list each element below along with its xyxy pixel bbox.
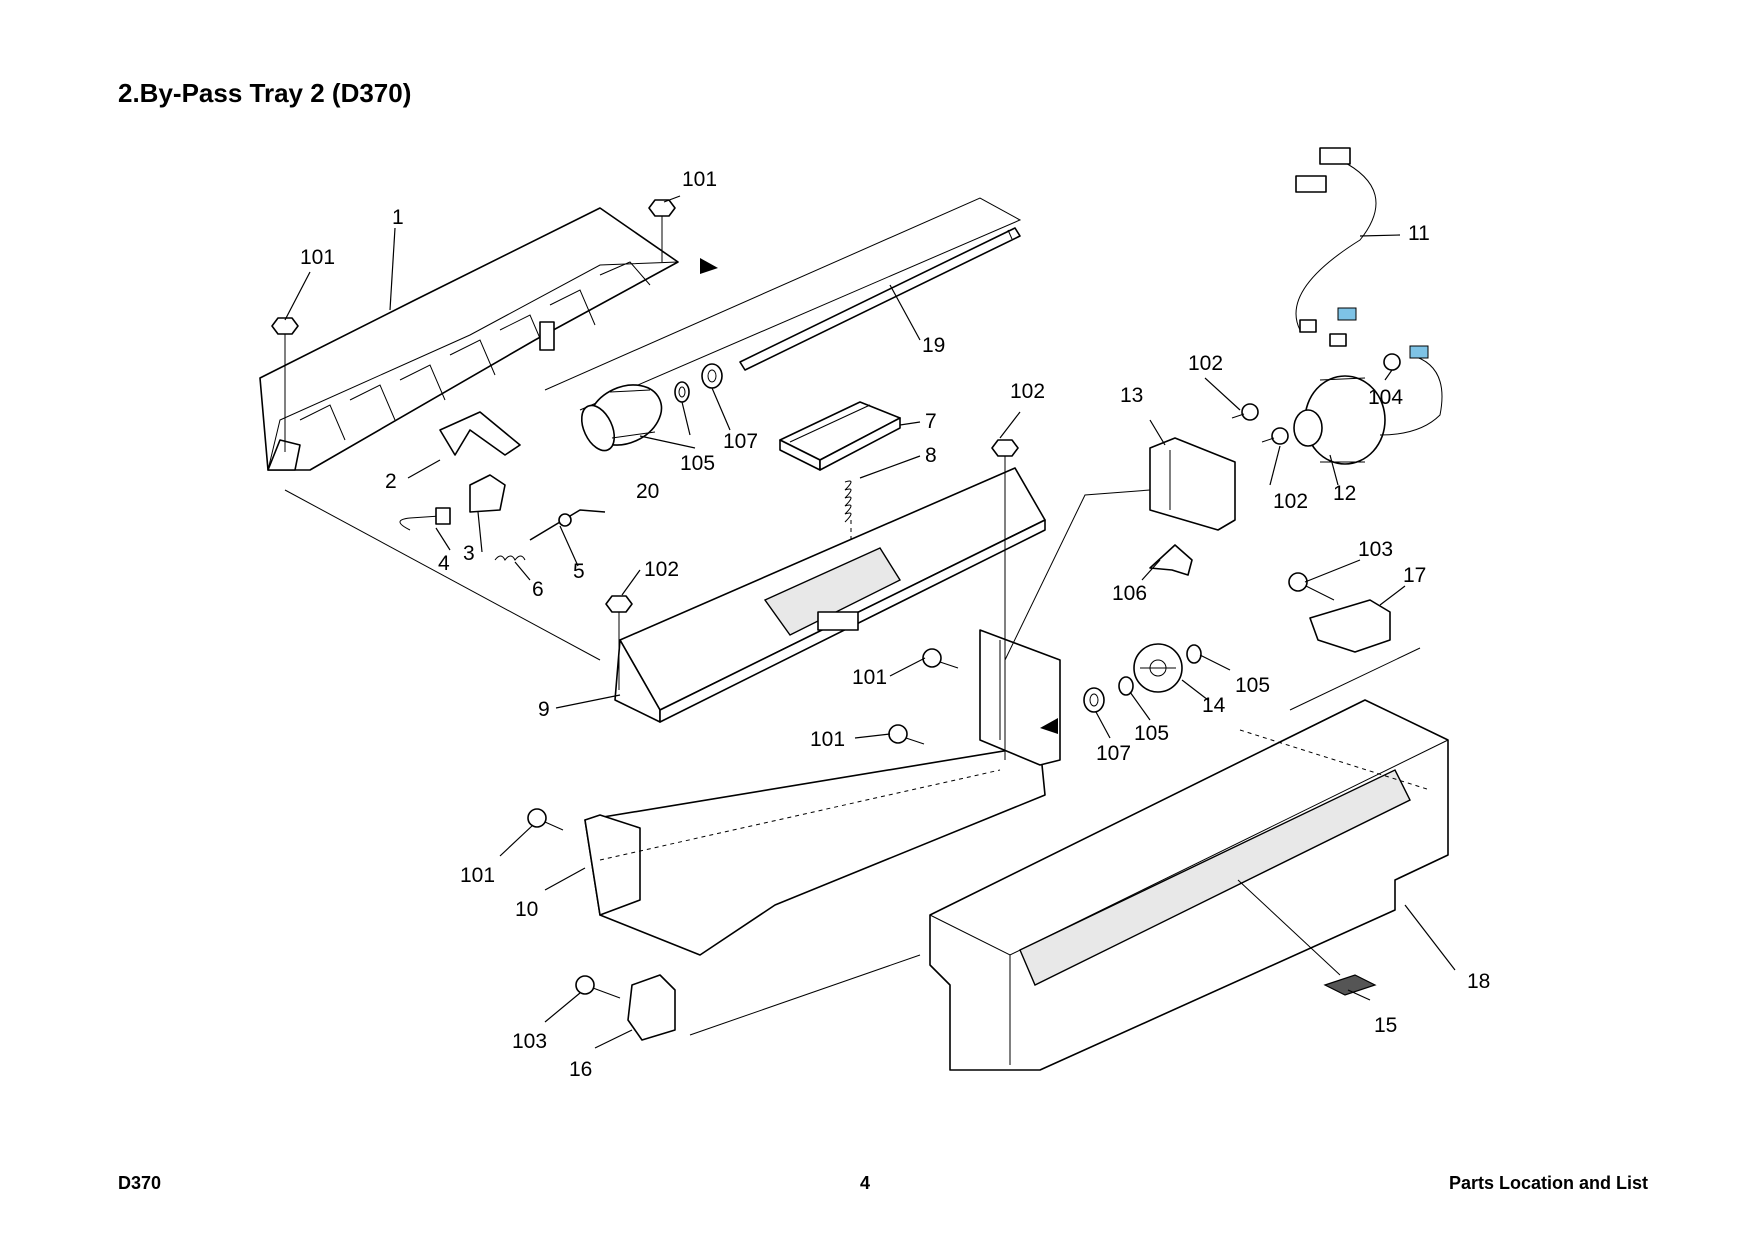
callout-107-upper: 107	[723, 430, 758, 453]
callout-4: 4	[438, 552, 450, 575]
callout-labels: 1 101 101 11 19 102 102 13 104 7 107 8 1…	[300, 168, 1490, 1081]
screw-103-left	[575, 975, 621, 999]
callout-101-mid-b: 101	[810, 728, 845, 751]
screw-102-center	[991, 439, 1019, 760]
callout-101-mid-a: 101	[852, 666, 887, 689]
part-107-bushing-lower	[1083, 687, 1105, 713]
part-105-ring-upper	[674, 381, 690, 403]
callout-11: 11	[1408, 222, 1430, 245]
alignment-lines	[284, 489, 1431, 1036]
callout-106: 106	[1112, 582, 1147, 605]
side-frame	[979, 629, 1061, 766]
callout-1: 1	[392, 206, 404, 229]
part-105-ring-lower-right	[1186, 644, 1202, 664]
callout-3: 3	[463, 542, 475, 565]
part-19-shaft	[544, 197, 1022, 411]
callout-102-motor-right: 102	[1273, 490, 1308, 513]
callout-102-left: 102	[644, 558, 679, 581]
footer-page-number: 4	[860, 1173, 871, 1193]
screw-102-motor-top	[1231, 403, 1259, 421]
part-3-sensor-holder	[469, 474, 506, 513]
callout-12: 12	[1333, 482, 1356, 505]
callout-103-left: 103	[512, 1030, 547, 1053]
part-105-ring-lower-left	[1118, 676, 1134, 696]
part-12-motor	[1293, 375, 1386, 465]
callout-10: 10	[515, 898, 538, 921]
part-5-actuator	[529, 509, 606, 541]
direction-arrow-upper	[700, 258, 718, 274]
callout-104: 104	[1368, 386, 1403, 409]
part-13-motor-bracket	[1149, 437, 1236, 531]
callout-102-center: 102	[1010, 380, 1045, 403]
part-2-feeler	[439, 411, 521, 456]
callout-7: 7	[925, 410, 937, 433]
footer-section: Parts Location and List	[1448, 1173, 1648, 1193]
screw-101-mid-b	[888, 724, 925, 745]
page-title: 2.By-Pass Tray 2 (D370)	[118, 78, 412, 108]
screw-102-left	[605, 595, 633, 690]
callout-6: 6	[532, 578, 544, 601]
callout-8: 8	[925, 444, 937, 467]
part-4-sensor-harness	[399, 507, 451, 531]
callout-101-top-left: 101	[300, 246, 335, 269]
screw-104	[1383, 353, 1401, 371]
callout-18: 18	[1467, 970, 1490, 993]
part-1-guide-cover	[259, 207, 679, 471]
part-107-bushing-upper	[701, 363, 723, 389]
part-6-spring	[494, 555, 526, 561]
harness-connector-a	[1337, 307, 1357, 321]
part-106-clip	[1149, 544, 1193, 576]
screw-101-lower	[527, 808, 564, 831]
callout-102-motor-top: 102	[1188, 352, 1223, 375]
callout-16: 16	[569, 1058, 592, 1081]
callout-107-lower: 107	[1096, 742, 1131, 765]
callout-5: 5	[573, 560, 585, 583]
callout-105-upper: 105	[680, 452, 715, 475]
part-16-holder	[627, 974, 676, 1041]
callout-105-lower-left: 105	[1134, 722, 1169, 745]
callout-19: 19	[922, 334, 945, 357]
screw-102-motor-right	[1261, 427, 1289, 445]
callout-101-top-right: 101	[682, 168, 717, 191]
callout-2: 2	[385, 470, 397, 493]
callout-17: 17	[1403, 564, 1426, 587]
footer-model: D370	[118, 1173, 162, 1193]
screw-101-top-left	[271, 317, 299, 452]
part-9-tray-plate	[614, 467, 1046, 723]
callout-103-right: 103	[1358, 538, 1393, 561]
callout-9: 9	[538, 698, 550, 721]
leader-lines	[284, 195, 1456, 1049]
part-18-lower-housing	[929, 699, 1449, 1071]
part-11-harness	[1295, 147, 1443, 436]
screw-101-top-right	[648, 199, 676, 262]
callout-20: 20	[636, 480, 659, 503]
part-17-holder	[1309, 599, 1391, 653]
callout-14: 14	[1202, 694, 1226, 717]
callout-13: 13	[1120, 384, 1143, 407]
harness-connector-b	[1409, 345, 1429, 359]
callout-101-lower: 101	[460, 864, 495, 887]
screw-103-right	[1288, 572, 1335, 601]
part-7-separation-pad	[779, 401, 901, 471]
screw-101-mid-a	[922, 648, 959, 669]
part-20-feed-roller	[580, 384, 663, 452]
direction-arrow-lower	[1040, 718, 1058, 734]
part-14-gear	[1133, 643, 1183, 693]
part-15-pad	[1323, 974, 1377, 996]
callout-105-lower-right: 105	[1235, 674, 1270, 697]
callout-15: 15	[1374, 1014, 1397, 1037]
